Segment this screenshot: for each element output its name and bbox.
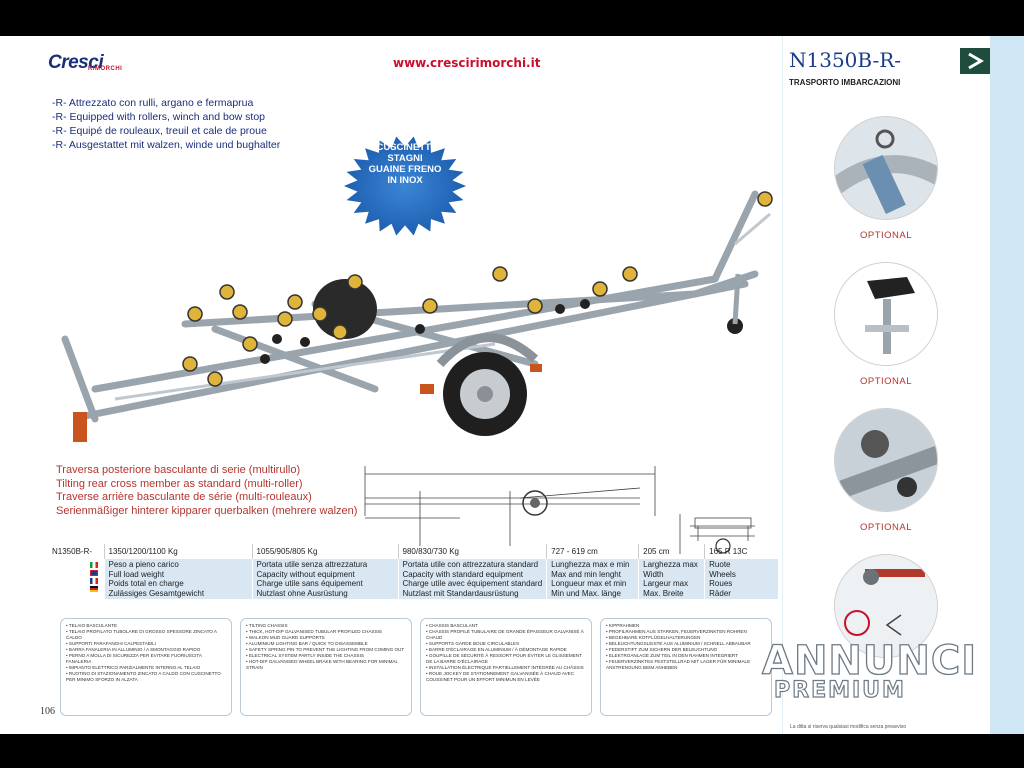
catalog-page: Cresci RIMORCHI www.crescirimorchi.it N1… (0, 36, 1024, 734)
feature-boxes: TELAIO BASCULANTETELAIO PROFILATO TUBOLA… (60, 618, 778, 718)
brand-logo: Cresci RIMORCHI (48, 52, 123, 73)
features-italian: TELAIO BASCULANTETELAIO PROFILATO TUBOLA… (60, 618, 232, 716)
side-tab-strip (990, 36, 1024, 734)
uk-flag-icon (90, 570, 98, 576)
equipment-description: -R- Attrezzato con rulli, argano e ferma… (52, 97, 281, 151)
features-german: KIPPRAHMENPROFILRAHMEN AUS STARKEN, FEUE… (600, 618, 772, 716)
french-flag-icon (90, 578, 98, 584)
category-subtitle: TRASPORTO IMBARCAZIONI (789, 78, 901, 87)
badge-text: CUSCINETTI STAGNI GUAINE FRENO IN INOX (368, 142, 442, 186)
language-flags (48, 559, 105, 600)
german-flag-icon (90, 586, 98, 592)
starburst-badge (344, 136, 466, 236)
next-page-arrow-icon[interactable] (960, 48, 990, 74)
dimension-drawing (364, 466, 755, 554)
website-link[interactable]: www.crescirimorchi.it (393, 56, 541, 70)
boat-trailer-image (61, 190, 773, 442)
spec-body-row: Peso a pieno carico Full load weight Poi… (48, 559, 778, 600)
features-french: CHASSIS BASCULANTCHASSIS PROFILÉ TUBULAI… (420, 618, 592, 716)
spec-table: N1350B-R- 1350/1200/1100 Kg 1055/905/805… (48, 544, 778, 600)
optional-label-1: OPTIONAL (859, 230, 913, 241)
optional-winch-image (834, 408, 938, 512)
watermark-line-1: ANNUNCI (761, 637, 978, 684)
footnote: La ditta si riserva qualsiasi modifica s… (790, 724, 907, 730)
model-title: N1350B-R- (789, 48, 902, 72)
spec-header-row: N1350B-R- 1350/1200/1100 Kg 1055/905/805… (48, 544, 778, 559)
italian-flag-icon (90, 562, 98, 568)
watermark-line-2: PREMIUM (773, 677, 906, 703)
optional-brake-image (834, 554, 938, 658)
optional-support-image (834, 262, 938, 366)
optional-label-2: OPTIONAL (859, 376, 913, 387)
features-english: TILTING CHASSISTHICK, HOT-DIP GALVANISED… (240, 618, 412, 716)
page-number: 106 (40, 706, 55, 717)
rear-cross-member-text: Traversa posteriore basculante di serie … (56, 464, 358, 517)
optional-label-3: OPTIONAL (859, 522, 913, 533)
optional-bow-stop-image (834, 116, 938, 220)
